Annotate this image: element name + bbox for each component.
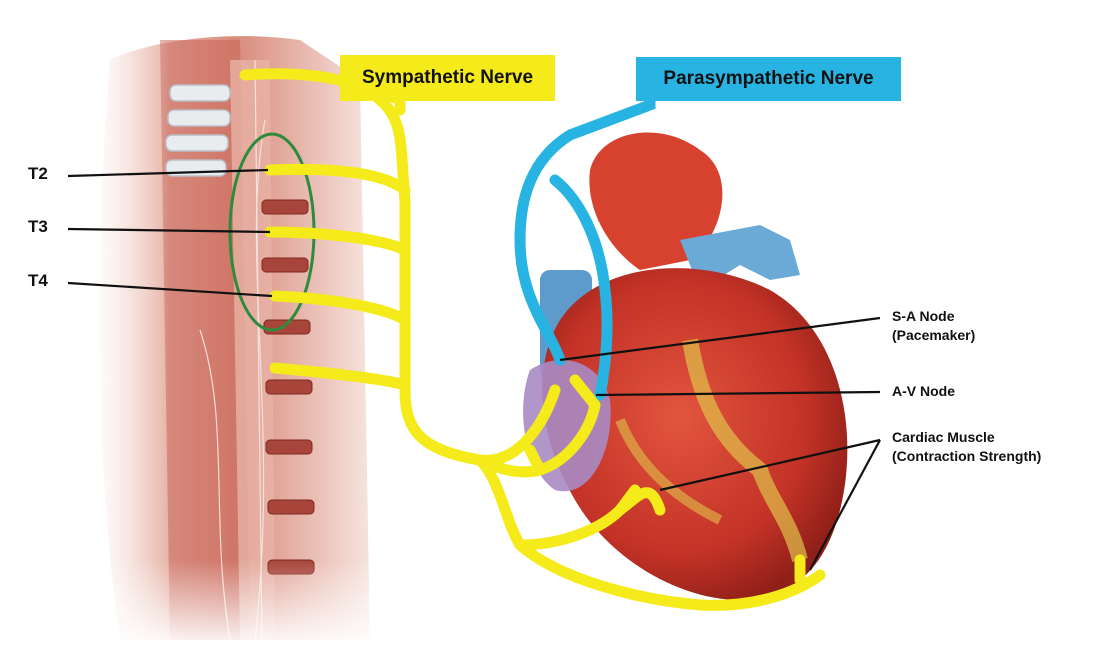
label-t4: T4 bbox=[28, 271, 48, 291]
label-av-node: A-V Node bbox=[892, 382, 955, 401]
label-t2: T2 bbox=[28, 164, 48, 184]
sympathetic-nerve-banner: Sympathetic Nerve bbox=[340, 55, 555, 101]
parasympathetic-nerve-banner: Parasympathetic Nerve bbox=[636, 57, 901, 101]
label-t3: T3 bbox=[28, 217, 48, 237]
label-cardiac-muscle-line1: Cardiac Muscle bbox=[892, 428, 1041, 447]
label-cardiac-muscle: Cardiac Muscle (Contraction Strength) bbox=[892, 428, 1041, 466]
label-sa-node-line1: S-A Node bbox=[892, 307, 975, 326]
spine-region bbox=[90, 30, 390, 649]
label-sa-node-line2: (Pacemaker) bbox=[892, 326, 975, 345]
label-sa-node: S-A Node (Pacemaker) bbox=[892, 307, 975, 345]
label-cardiac-muscle-line2: (Contraction Strength) bbox=[892, 447, 1041, 466]
